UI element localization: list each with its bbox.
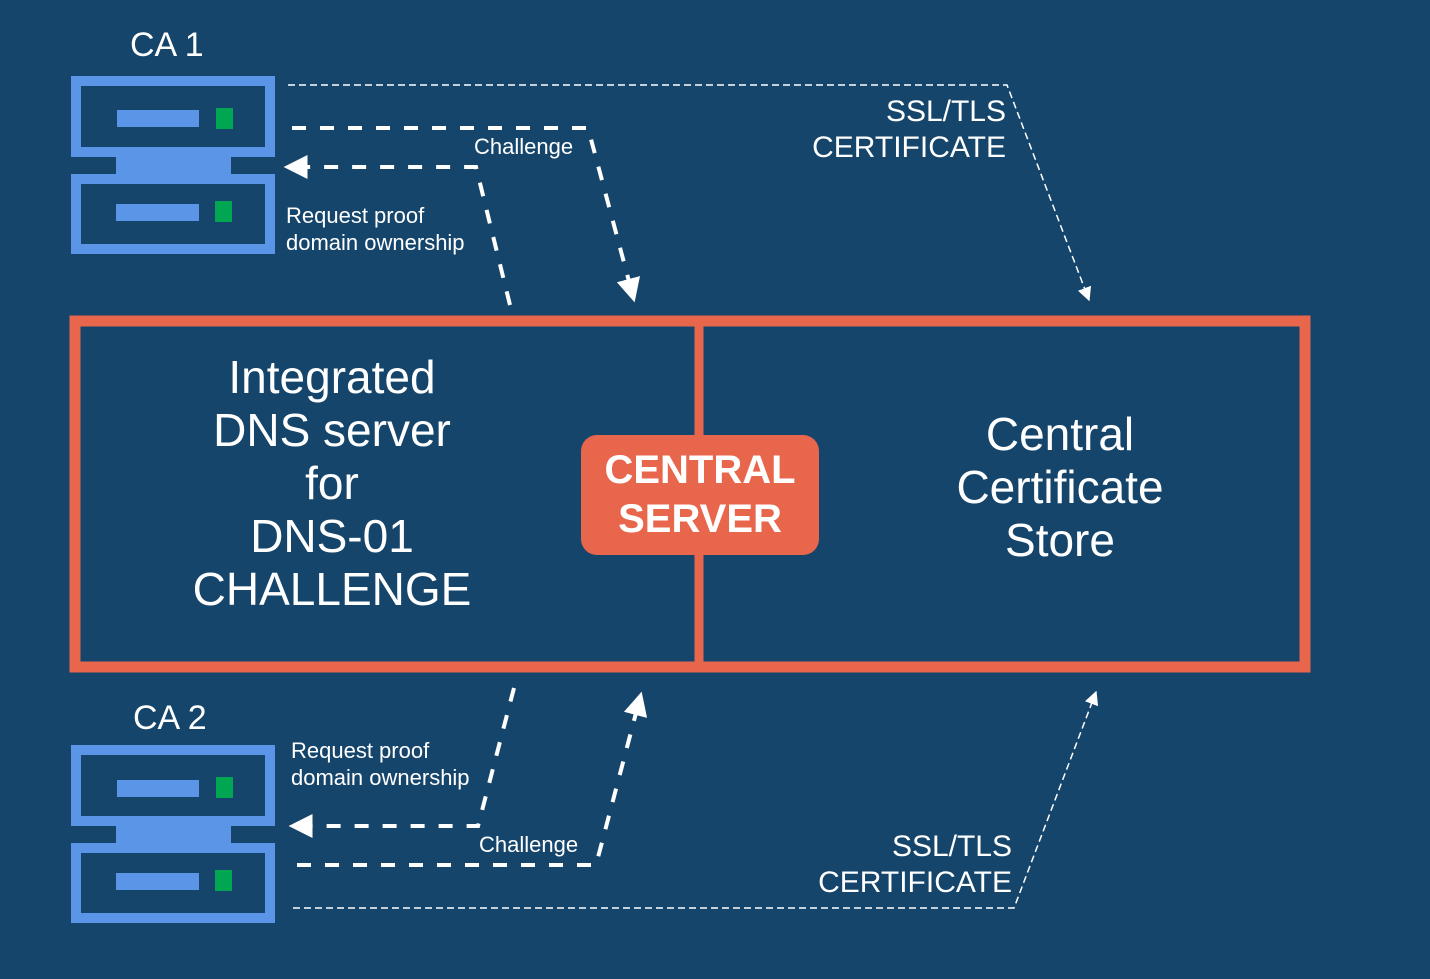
ca2-challenge-label: Challenge <box>479 832 579 857</box>
central-server-badge: CENTRAL SERVER <box>581 435 819 555</box>
ca1-certificate-label: SSL/TLS CERTIFICATE <box>812 94 1006 166</box>
certificate-store-text: Central Certificate Store <box>860 408 1260 567</box>
central-badge-line1: CENTRAL <box>604 448 796 492</box>
ca1-server-icon <box>71 76 275 254</box>
ca1-request-label: Request proof domain ownership <box>286 202 465 256</box>
dns-panel-line1: Integrated <box>228 351 436 403</box>
ca2-cert-label-line1: SSL/TLS <box>891 830 1012 863</box>
ca2-request-label-line2: domain ownership <box>291 765 470 790</box>
store-panel-line2: Certificate <box>956 461 1164 513</box>
store-panel-line3: Store <box>1005 514 1115 566</box>
ca2-server-icon <box>71 745 275 923</box>
store-panel-line1: Central <box>985 408 1135 460</box>
ca1-request-label-line1: Request proof <box>286 203 425 228</box>
ca2-cert-label-line2: CERTIFICATE <box>818 866 1012 899</box>
ca2-certificate-arrow <box>293 690 1099 909</box>
ca2-request-label-line1: Request proof <box>291 738 430 763</box>
ca2-title: CA 2 <box>133 699 207 737</box>
ca2-request-label: Request proof domain ownership <box>291 737 470 791</box>
dns-panel-text: Integrated DNS server for DNS-01 CHALLEN… <box>90 351 574 616</box>
ca1-request-proof-arrow <box>283 155 512 306</box>
central-badge-line2: SERVER <box>618 497 782 541</box>
ca2-certificate-label: SSL/TLS CERTIFICATE <box>818 829 1012 901</box>
dns-panel-line5: CHALLENGE <box>192 563 472 615</box>
ca1-certificate-arrow <box>288 84 1092 302</box>
dns-panel-line4: DNS-01 <box>250 510 414 562</box>
ca1-challenge-label: Challenge <box>474 134 574 159</box>
ca1-cert-label-line2: CERTIFICATE <box>812 131 1006 164</box>
dns-panel-line3: for <box>305 457 359 509</box>
dns-panel-line2: DNS server <box>213 404 451 456</box>
ca1-cert-label-line1: SSL/TLS <box>885 95 1006 128</box>
ca1-title: CA 1 <box>130 26 204 64</box>
ca1-request-label-line2: domain ownership <box>286 230 465 255</box>
ca2-request-proof-arrow <box>288 687 516 838</box>
